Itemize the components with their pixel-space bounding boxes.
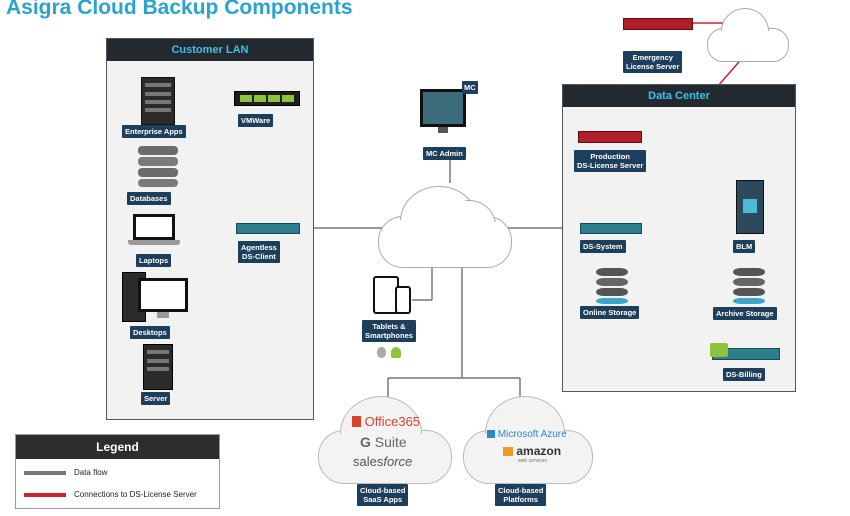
gsuite-text: Suite	[370, 434, 407, 450]
ds-billing-label: DS-Billing	[723, 368, 765, 381]
desktop-icon	[122, 272, 190, 322]
server-icon	[143, 344, 173, 390]
ds-system-rack-icon	[580, 223, 642, 234]
android-icon	[391, 347, 401, 358]
salesforce-sales: sales	[353, 454, 384, 469]
office-icon	[352, 416, 361, 427]
laptops-label: Laptops	[136, 254, 172, 267]
saas-line2: SaaS Apps	[363, 495, 403, 504]
central-cloud-icon	[378, 180, 512, 268]
blm-emblem-icon	[743, 199, 757, 213]
mc-admin-monitor-icon	[420, 89, 466, 135]
ds-system-label: DS-System	[580, 240, 626, 253]
office-365-text: 365	[398, 414, 421, 429]
saas-apps-label: Cloud-based SaaS Apps	[357, 484, 409, 506]
legend-data-flow: Data flow	[16, 462, 219, 484]
saas-cloud-icon	[318, 392, 452, 484]
billing-folder-icon	[710, 343, 728, 357]
legend: Legend Data flow Connections to DS-Licen…	[15, 434, 220, 509]
online-storage-label: Online Storage	[580, 306, 640, 319]
agentless-line2: DS-Client	[242, 252, 276, 261]
vmware-label: VMWare	[238, 114, 274, 127]
smartphone-icon	[395, 286, 411, 314]
amazon-text: amazon	[516, 444, 562, 458]
amazon-logo: amazon	[503, 444, 561, 458]
legend-title: Legend	[16, 435, 219, 459]
office365-logo: Office365	[352, 414, 420, 429]
customer-lan-header: Customer LAN	[107, 39, 313, 61]
license-cloud-icon	[707, 6, 789, 62]
emergency-license-server-icon	[623, 18, 693, 30]
online-storage-icon	[596, 268, 628, 304]
agentless-line1: Agentless	[241, 243, 277, 252]
license-swatch	[24, 493, 66, 497]
azure-text: Microsoft Azure	[497, 429, 567, 440]
platforms-line1: Cloud-based	[498, 486, 544, 495]
aws-text: web services	[518, 458, 547, 464]
laptop-icon	[128, 214, 180, 248]
tablets-line2: Smartphones	[365, 331, 413, 340]
mc-admin-label: MC Admin	[423, 147, 466, 160]
databases-label: Databases	[127, 192, 171, 205]
salesforce-logo: salesforce	[353, 454, 412, 469]
agentless-rack-icon	[236, 223, 300, 234]
production-label: Production DS-License Server	[574, 150, 647, 172]
platforms-label: Cloud-based Platforms	[495, 484, 547, 506]
vmware-rack-icon	[234, 91, 300, 106]
saas-line1: Cloud-based	[360, 486, 406, 495]
gsuite-logo: G Suite	[360, 434, 407, 450]
emergency-line2: License Server	[626, 62, 680, 71]
enterprise-server-icon	[141, 77, 175, 125]
tablets-label: Tablets & Smartphones	[362, 320, 416, 342]
production-line2: DS-License Server	[577, 161, 644, 170]
page-title: Asigra Cloud Backup Components	[6, 0, 353, 19]
apple-icon	[377, 347, 386, 358]
gsuite-g: G	[360, 434, 371, 450]
mc-badge: MC	[462, 81, 478, 94]
archive-storage-label: Archive Storage	[713, 307, 777, 320]
legend-license: Connections to DS-License Server	[16, 484, 219, 506]
agentless-dsclient-label: Agentless DS-Client	[238, 241, 280, 263]
archive-storage-icon	[733, 268, 765, 304]
tablets-line1: Tablets &	[372, 322, 406, 331]
platforms-line2: Platforms	[503, 495, 538, 504]
production-line1: Production	[590, 152, 630, 161]
desktops-label: Desktops	[130, 326, 170, 339]
license-text: Connections to DS-License Server	[74, 490, 197, 499]
data-flow-swatch	[24, 471, 66, 475]
data-center-region: Data Center	[562, 84, 796, 392]
windows-icon	[487, 430, 495, 438]
data-center-header: Data Center	[563, 85, 795, 107]
data-flow-text: Data flow	[74, 468, 108, 477]
blm-tower-icon	[736, 180, 764, 234]
office-text: Office	[364, 414, 399, 429]
emergency-label: Emergency License Server	[623, 51, 683, 73]
azure-logo: Microsoft Azure	[487, 429, 567, 440]
enterprise-apps-label: Enterprise Apps	[122, 125, 186, 138]
platforms-cloud-icon	[463, 392, 593, 484]
database-icon	[138, 146, 178, 188]
salesforce-force: force	[383, 454, 413, 469]
emergency-line1: Emergency	[632, 53, 673, 62]
server-label: Server	[141, 392, 171, 405]
blm-label: BLM	[733, 240, 756, 253]
production-license-server-icon	[578, 131, 642, 143]
aws-cubes-icon	[503, 447, 513, 456]
